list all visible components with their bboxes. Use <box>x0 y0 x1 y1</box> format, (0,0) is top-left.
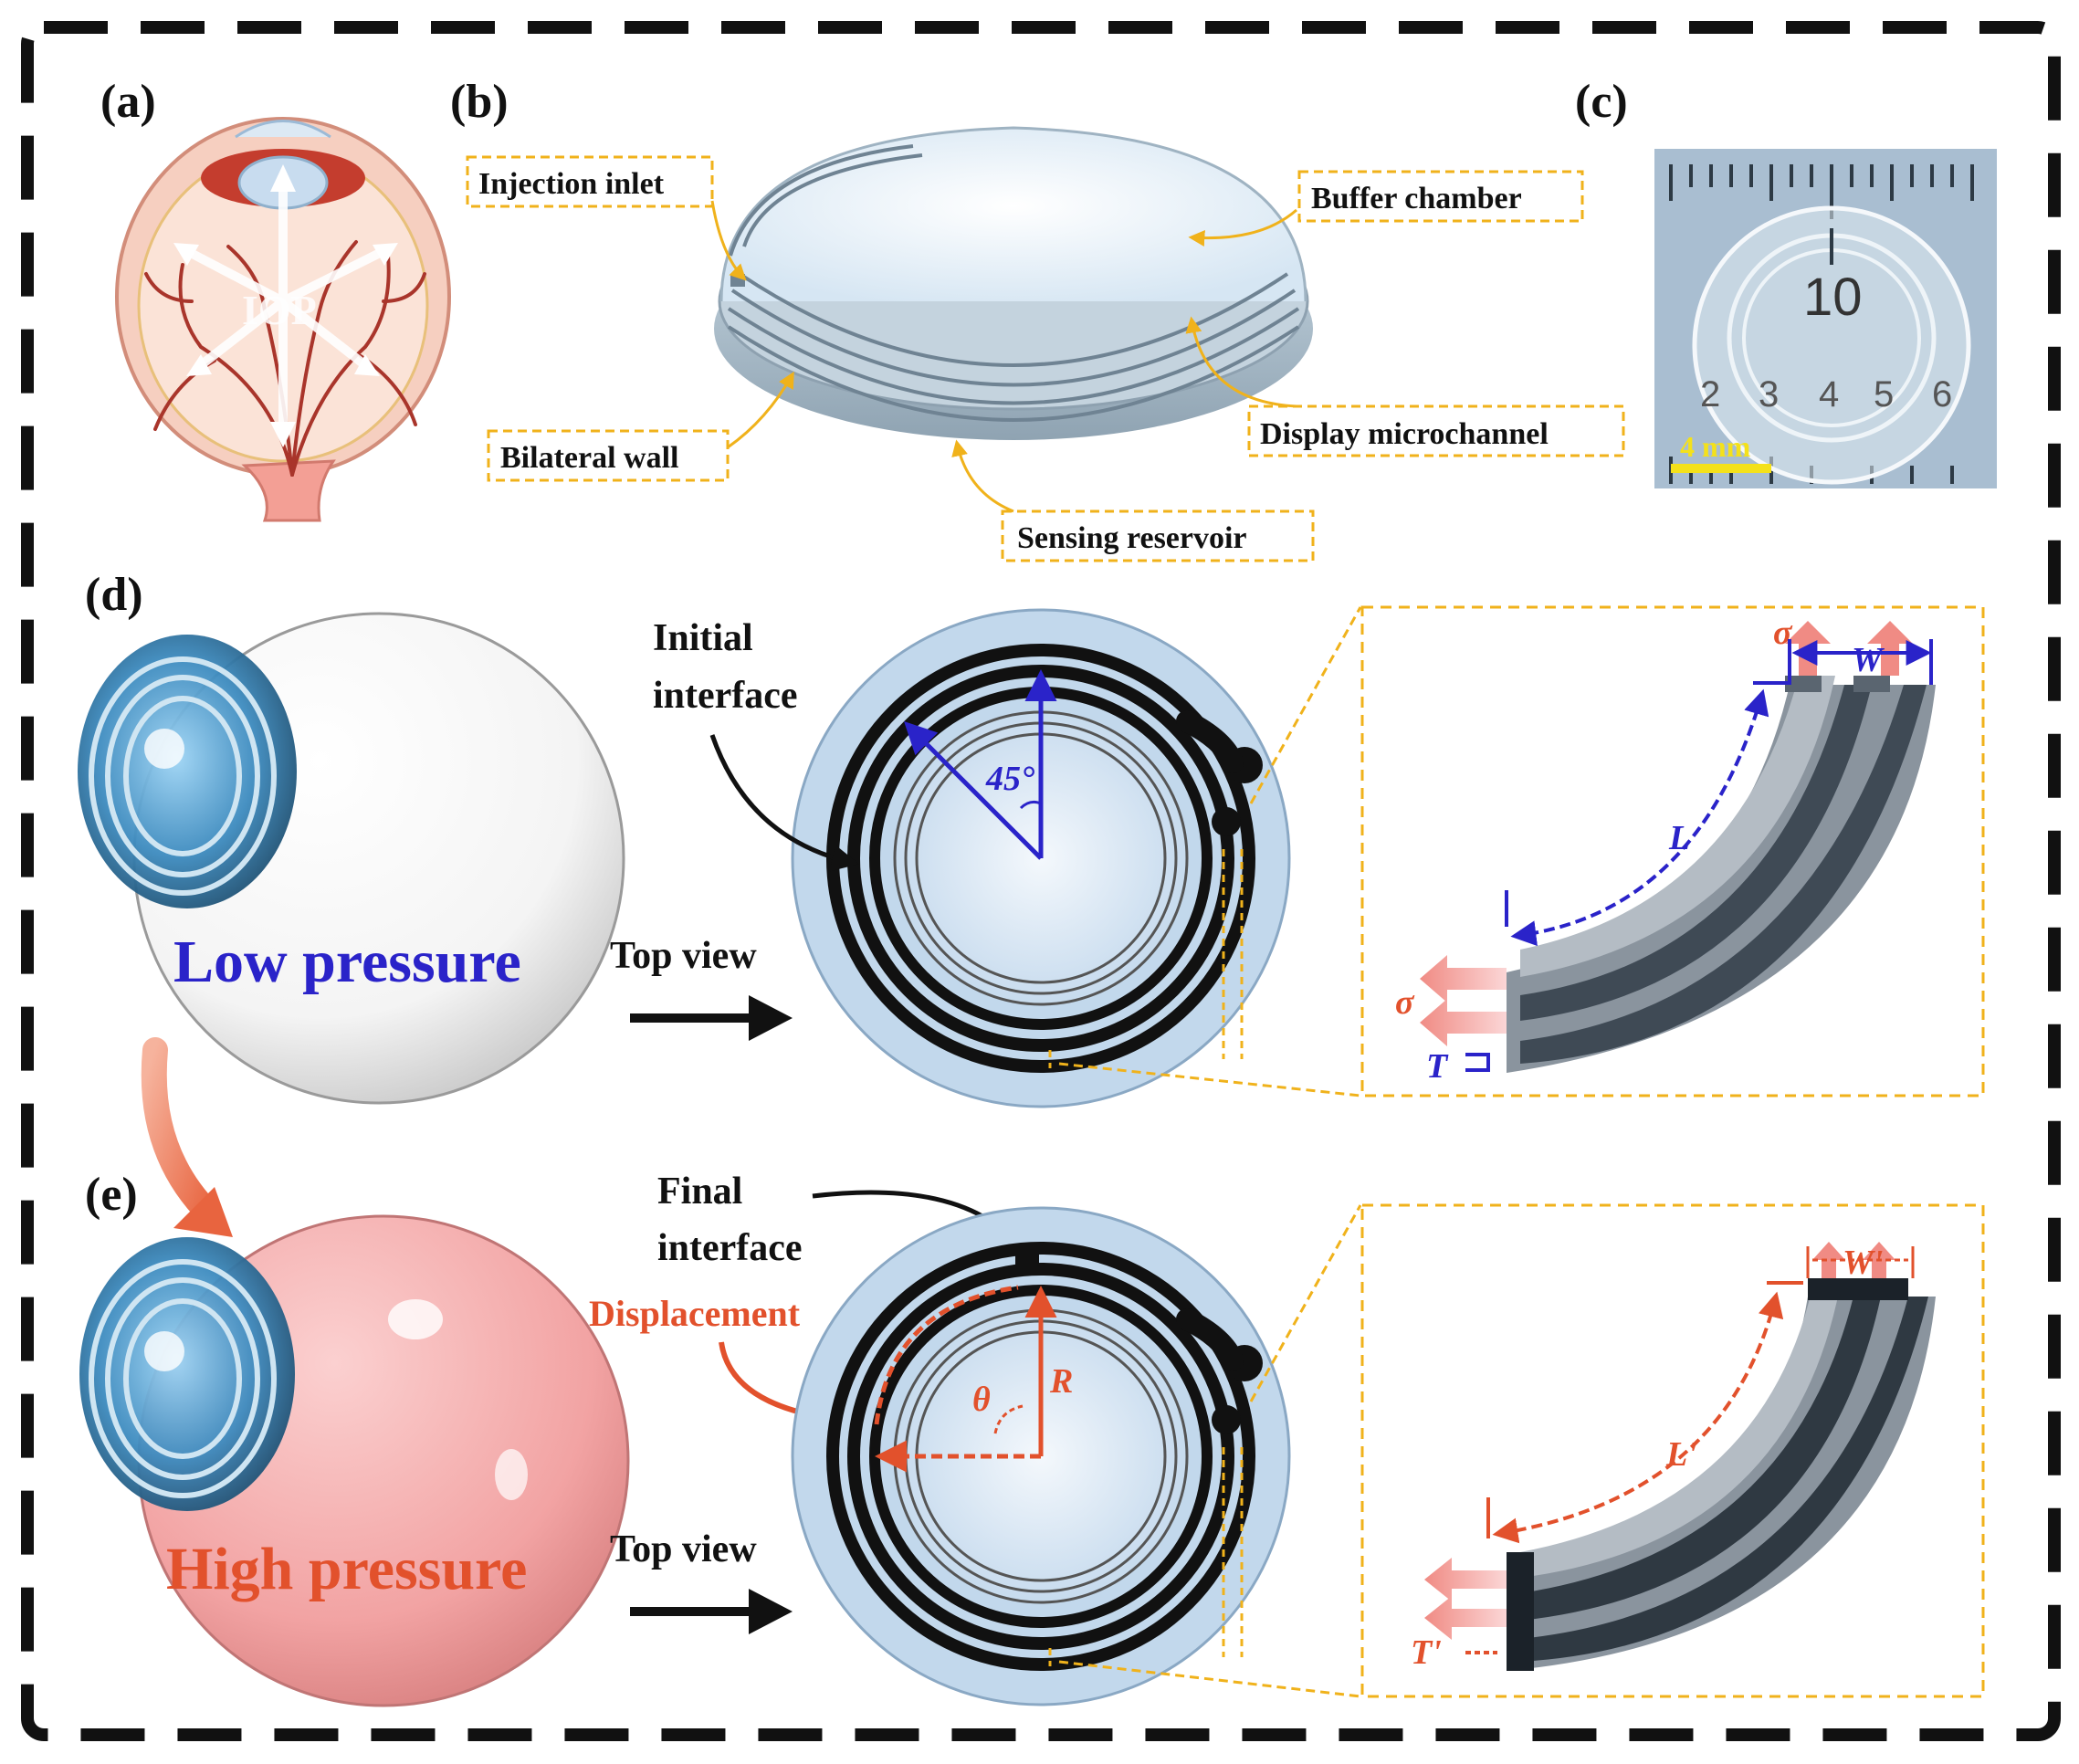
ruler-center-number: 10 <box>1803 268 1863 327</box>
eyeball-low-pressure: Low pressure <box>78 612 625 1105</box>
panel-d: (d) Low pressure Top view Initial interf… <box>78 569 1985 1108</box>
high-pressure-label: High pressure <box>166 1536 527 1602</box>
ruler-number-4: 4 <box>1819 374 1839 415</box>
initial-interface-line1: Initial <box>653 617 753 659</box>
panel-b-label: (b) <box>450 76 509 128</box>
svg-text:Bilateral wall: Bilateral wall <box>500 441 678 475</box>
angle-label: 45° <box>985 760 1034 798</box>
t-label-d: T <box>1426 1047 1449 1086</box>
lens-photo: 10 2 3 4 5 6 4 mm <box>1654 149 1997 488</box>
initial-interface-line2: interface <box>653 675 798 717</box>
iop-label: IOP <box>242 287 317 333</box>
top-view-arrow-d <box>630 995 793 1041</box>
callout-sensing-reservoir: Sensing reservoir <box>951 439 1315 562</box>
final-interface-line2: interface <box>657 1227 803 1269</box>
eyeball-high-pressure: High pressure <box>79 1214 630 1707</box>
top-view-label-d: Top view <box>610 935 757 977</box>
eye-anatomy-illustration: IOP <box>115 117 451 522</box>
displacement-label: Displacement <box>589 1293 801 1334</box>
ruler-number-5: 5 <box>1874 374 1894 415</box>
panel-c-label: (c) <box>1575 76 1628 128</box>
transition-arrow <box>141 1037 223 1227</box>
panel-a: (a) <box>100 76 451 522</box>
contact-lens-3d-render <box>714 126 1313 440</box>
svg-text:Buffer chamber: Buffer chamber <box>1311 182 1522 215</box>
ruler-number-3: 3 <box>1759 374 1779 415</box>
callout-injection-inlet: Injection inlet <box>466 155 747 281</box>
l-label-d: L <box>1668 819 1690 857</box>
panel-d-label: (d) <box>85 569 143 621</box>
top-view-lens-e: θ R <box>791 1206 1291 1706</box>
low-pressure-label: Low pressure <box>173 929 521 995</box>
w-label-d: W <box>1852 641 1885 679</box>
scale-bar-label: 4 mm <box>1680 430 1751 463</box>
zoom-box-d: σ W L σ T <box>1360 605 1985 1097</box>
top-view-lens-d: 45° <box>791 608 1291 1108</box>
svg-text:Display microchannel: Display microchannel <box>1260 417 1549 451</box>
callout-buffer-chamber: Buffer chamber <box>1188 170 1584 247</box>
t-prime-label: T' <box>1411 1633 1442 1672</box>
final-interface-line1: Final <box>657 1171 742 1213</box>
svg-text:Sensing reservoir: Sensing reservoir <box>1017 521 1247 555</box>
ruler-number-2: 2 <box>1700 374 1720 415</box>
top-view-arrow-e <box>630 1589 793 1634</box>
w-prime-label: W' <box>1843 1244 1883 1282</box>
outer-dashed-frame <box>21 21 2061 1741</box>
panel-a-label: (a) <box>100 76 156 128</box>
svg-text:Injection inlet: Injection inlet <box>478 167 665 201</box>
theta-label: θ <box>972 1381 991 1419</box>
panel-b: (b) Injection inlet Buffer chamber <box>450 76 1625 562</box>
l-prime-label: L' <box>1665 1435 1697 1474</box>
panel-c: (c) 10 2 <box>1575 76 1997 488</box>
r-label: R <box>1049 1362 1073 1401</box>
callout-bilateral-wall: Bilateral wall <box>487 371 794 482</box>
sigma-left-d: σ <box>1395 983 1415 1022</box>
ruler-number-6: 6 <box>1932 374 1952 415</box>
top-view-label-e: Top view <box>610 1528 757 1570</box>
zoom-box-e: W' L' T' <box>1360 1203 1985 1698</box>
panel-e: (e) High pressure Top view Final interfa… <box>79 1169 1985 1707</box>
scale-bar <box>1671 464 1771 473</box>
callout-display-microchannel: Display microchannel <box>1185 316 1625 457</box>
panel-e-label: (e) <box>85 1169 138 1221</box>
